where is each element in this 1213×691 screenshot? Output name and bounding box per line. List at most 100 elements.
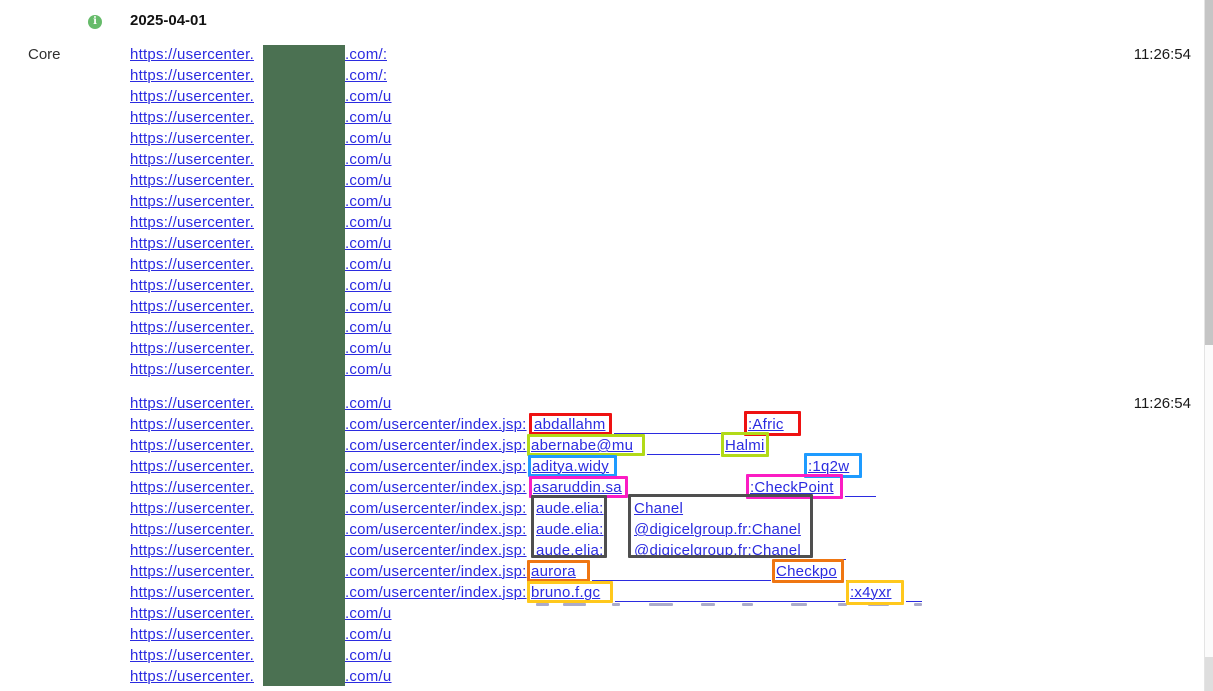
credential-password[interactable]: Checkpo: [776, 563, 837, 580]
url-link-path[interactable]: .com/usercenter/index.jsp:: [345, 479, 527, 496]
url-link-path[interactable]: .com/usercenter/index.jsp:: [345, 437, 527, 454]
url-link-suffix[interactable]: .com/u: [345, 172, 392, 189]
credential-username[interactable]: asaruddin.sa: [533, 479, 622, 496]
timestamp: 11:26:54: [1133, 46, 1191, 63]
url-link-suffix[interactable]: .com/u: [345, 626, 392, 643]
credential-username[interactable]: abernabe@mu: [531, 437, 634, 454]
credential-password[interactable]: @digicelgroup.fr:Chanel: [634, 542, 801, 559]
credential-username[interactable]: aude.elia:: [536, 542, 604, 559]
redaction-block: [263, 45, 345, 686]
annotation-box: [721, 432, 769, 457]
text-fragment: [914, 603, 922, 606]
url-link-prefix[interactable]: https://usercenter.: [130, 340, 254, 357]
url-link-suffix[interactable]: .com/u: [345, 298, 392, 315]
annotation-box: [846, 580, 904, 605]
url-link-suffix[interactable]: .com/u: [345, 88, 392, 105]
url-link-suffix[interactable]: .com/u: [345, 109, 392, 126]
annotation-box: [529, 413, 612, 435]
url-link-path[interactable]: .com/usercenter/index.jsp:: [345, 521, 527, 538]
redacted-link-underline: [647, 454, 720, 455]
url-link-suffix[interactable]: .com/u: [345, 319, 392, 336]
url-link-prefix[interactable]: https://usercenter.: [130, 256, 254, 273]
url-link-prefix[interactable]: https://usercenter.: [130, 235, 254, 252]
url-link-prefix[interactable]: https://usercenter.: [130, 151, 254, 168]
url-link-suffix[interactable]: .com/u: [345, 340, 392, 357]
url-link-prefix[interactable]: https://usercenter.: [130, 361, 254, 378]
url-link-path[interactable]: .com/usercenter/index.jsp:: [345, 563, 527, 580]
url-link-prefix[interactable]: https://usercenter.: [130, 542, 254, 559]
url-link-prefix[interactable]: https://usercenter.: [130, 668, 254, 685]
url-link-suffix[interactable]: .com/u: [345, 668, 392, 685]
url-link-suffix[interactable]: .com/u: [345, 235, 392, 252]
url-link-prefix[interactable]: https://usercenter.: [130, 395, 254, 412]
url-link-prefix[interactable]: https://usercenter.: [130, 46, 254, 63]
url-link-path[interactable]: .com/usercenter/index.jsp:: [345, 542, 527, 559]
url-link-prefix[interactable]: https://usercenter.: [130, 130, 254, 147]
url-link-prefix[interactable]: https://usercenter.: [130, 193, 254, 210]
url-link-suffix[interactable]: .com/u: [345, 361, 392, 378]
credential-username[interactable]: aude.elia:: [536, 521, 604, 538]
url-link-suffix[interactable]: .com/:: [345, 67, 388, 84]
credential-username[interactable]: aurora: [531, 563, 576, 580]
url-link-prefix[interactable]: https://usercenter.: [130, 277, 254, 294]
scrollbar-thumb[interactable]: [1205, 0, 1213, 345]
url-link-prefix[interactable]: https://usercenter.: [130, 88, 254, 105]
url-link-prefix[interactable]: https://usercenter.: [130, 563, 254, 580]
credential-username[interactable]: aude.elia:: [536, 500, 604, 517]
credential-password[interactable]: :CheckPoint: [750, 479, 834, 496]
annotation-box: [744, 411, 801, 436]
url-link-suffix[interactable]: .com/u: [345, 647, 392, 664]
credential-username[interactable]: aditya.widy: [532, 458, 609, 475]
credential-password[interactable]: Halmi: [725, 437, 765, 454]
credential-username[interactable]: abdallahm: [534, 416, 606, 433]
credential-password[interactable]: @digicelgroup.fr:Chanel: [634, 521, 801, 538]
annotation-box: [527, 560, 590, 582]
url-link-suffix[interactable]: .com/:: [345, 46, 388, 63]
url-link-suffix[interactable]: .com/u: [345, 256, 392, 273]
url-link-prefix[interactable]: https://usercenter.: [130, 521, 254, 538]
url-link-path[interactable]: .com/usercenter/index.jsp:: [345, 458, 527, 475]
credential-password[interactable]: Chanel: [634, 500, 684, 517]
url-link-prefix[interactable]: https://usercenter.: [130, 437, 254, 454]
credential-username[interactable]: bruno.f.gc: [531, 584, 601, 601]
scrollbar-bottom-shade: [1205, 657, 1213, 691]
url-link-prefix[interactable]: https://usercenter.: [130, 479, 254, 496]
scrollbar-track[interactable]: [1204, 0, 1213, 691]
url-link-prefix[interactable]: https://usercenter.: [130, 109, 254, 126]
redacted-link-underline: [845, 496, 876, 497]
url-link-prefix[interactable]: https://usercenter.: [130, 319, 254, 336]
url-link-path[interactable]: .com/usercenter/index.jsp:: [345, 416, 527, 433]
url-link-prefix[interactable]: https://usercenter.: [130, 214, 254, 231]
url-link-path[interactable]: .com/usercenter/index.jsp:: [345, 584, 527, 601]
url-link-prefix[interactable]: https://usercenter.: [130, 647, 254, 664]
url-link-prefix[interactable]: https://usercenter.: [130, 172, 254, 189]
text-fragment: [649, 603, 673, 606]
url-link-suffix[interactable]: .com/u: [345, 214, 392, 231]
url-link-suffix[interactable]: .com/u: [345, 151, 392, 168]
url-link-prefix[interactable]: https://usercenter.: [130, 500, 254, 517]
annotation-box: [746, 474, 843, 499]
credential-password[interactable]: :1q2w: [808, 458, 850, 475]
url-link-prefix[interactable]: https://usercenter.: [130, 605, 254, 622]
credential-password[interactable]: :Afric: [748, 416, 784, 433]
text-fragment: [701, 603, 715, 606]
text-fragment: [563, 603, 586, 606]
url-link-prefix[interactable]: https://usercenter.: [130, 584, 254, 601]
url-link-suffix[interactable]: .com/u: [345, 277, 392, 294]
info-icon[interactable]: i: [88, 15, 102, 29]
date-heading: 2025-04-01: [130, 12, 207, 29]
url-link-prefix[interactable]: https://usercenter.: [130, 67, 254, 84]
url-link-suffix[interactable]: .com/u: [345, 605, 392, 622]
annotation-box-group: [531, 495, 607, 558]
credential-password[interactable]: :x4yxr: [850, 584, 892, 601]
url-link-suffix[interactable]: .com/u: [345, 193, 392, 210]
url-link-suffix[interactable]: .com/u: [345, 395, 392, 412]
url-link-suffix[interactable]: .com/u: [345, 130, 392, 147]
url-link-prefix[interactable]: https://usercenter.: [130, 298, 254, 315]
url-link-path[interactable]: .com/usercenter/index.jsp:: [345, 500, 527, 517]
url-link-prefix[interactable]: https://usercenter.: [130, 458, 254, 475]
annotation-box: [527, 581, 613, 603]
url-link-prefix[interactable]: https://usercenter.: [130, 416, 254, 433]
url-link-prefix[interactable]: https://usercenter.: [130, 626, 254, 643]
redacted-link-underline: [906, 601, 922, 602]
